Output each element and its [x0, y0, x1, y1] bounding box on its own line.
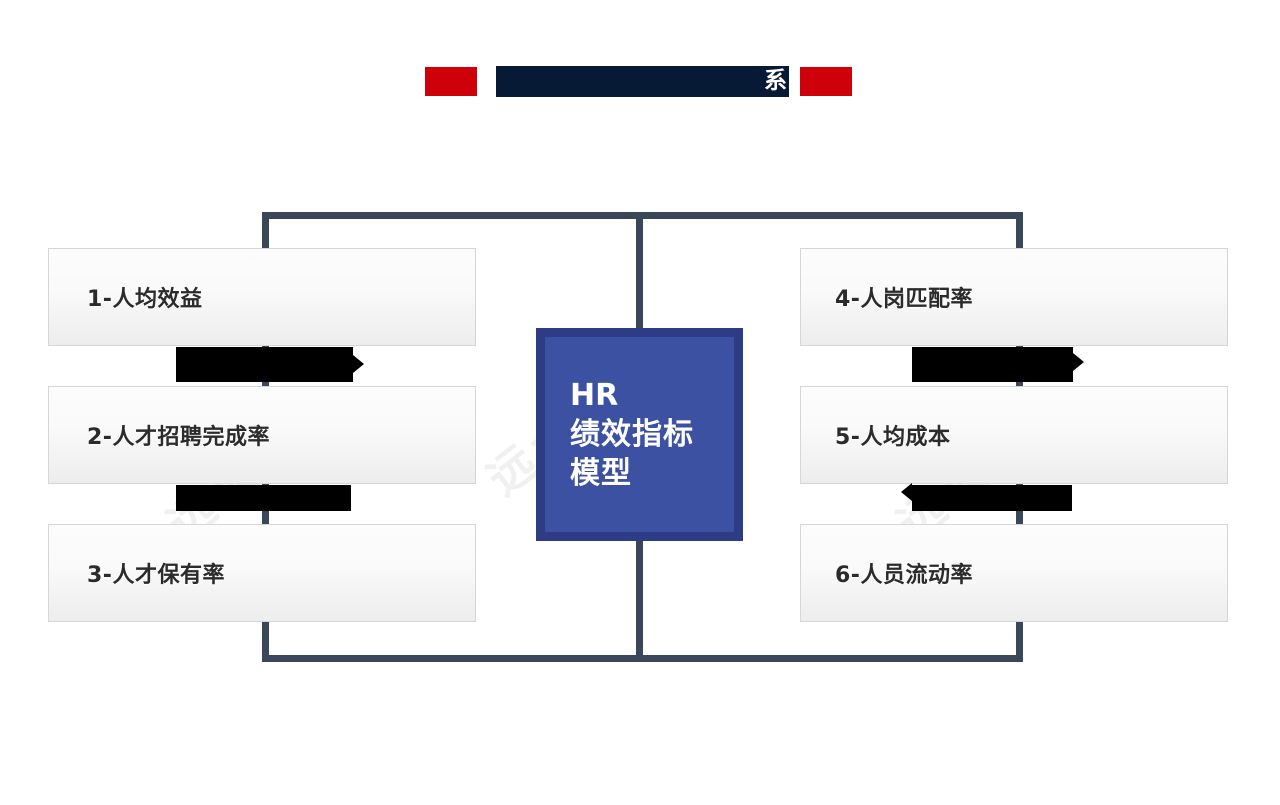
page-title: 系	[496, 66, 789, 97]
redaction-right-lower-arrow	[901, 483, 912, 501]
hr-model-line-3: 模型	[570, 456, 632, 491]
hr-model-line-1: HR	[570, 378, 619, 413]
card-6-label: 6-人员流动率	[835, 563, 973, 588]
hr-model-box[interactable]: HR 绩效指标 模型	[536, 328, 743, 541]
connector-center-top-stem	[636, 212, 643, 332]
connector-center-bottom-stem	[636, 538, 643, 660]
connector-bottom-right-vertical	[1016, 620, 1023, 662]
redaction-left-upper	[176, 347, 353, 382]
card-5-label: 5-人均成本	[835, 425, 951, 450]
card-3[interactable]: 3-人才保有率	[48, 524, 476, 622]
card-5[interactable]: 5-人均成本	[800, 386, 1228, 484]
card-3-label: 3-人才保有率	[87, 563, 225, 588]
title-accent-chip-right	[800, 67, 852, 96]
card-4-label: 4-人岗匹配率	[835, 287, 973, 312]
redaction-left-upper-arrow	[353, 355, 364, 373]
redaction-right-upper	[912, 347, 1073, 382]
title-accent-chip-left	[425, 67, 477, 96]
redaction-right-upper-arrow	[1073, 353, 1084, 371]
card-1[interactable]: 1-人均效益	[48, 248, 476, 346]
card-1-label: 1-人均效益	[87, 287, 203, 312]
hr-model-box-inner: HR 绩效指标 模型	[545, 337, 734, 532]
connector-top-right-vertical	[1016, 212, 1023, 254]
card-6[interactable]: 6-人员流动率	[800, 524, 1228, 622]
hr-model-line-2: 绩效指标	[570, 417, 694, 452]
card-2[interactable]: 2-人才招聘完成率	[48, 386, 476, 484]
redaction-right-lower	[912, 485, 1072, 511]
connector-bottom-left-vertical	[262, 620, 269, 662]
redaction-left-lower	[176, 485, 351, 511]
card-4[interactable]: 4-人岗匹配率	[800, 248, 1228, 346]
card-2-label: 2-人才招聘完成率	[87, 425, 270, 450]
connector-top-left-vertical	[262, 212, 269, 254]
